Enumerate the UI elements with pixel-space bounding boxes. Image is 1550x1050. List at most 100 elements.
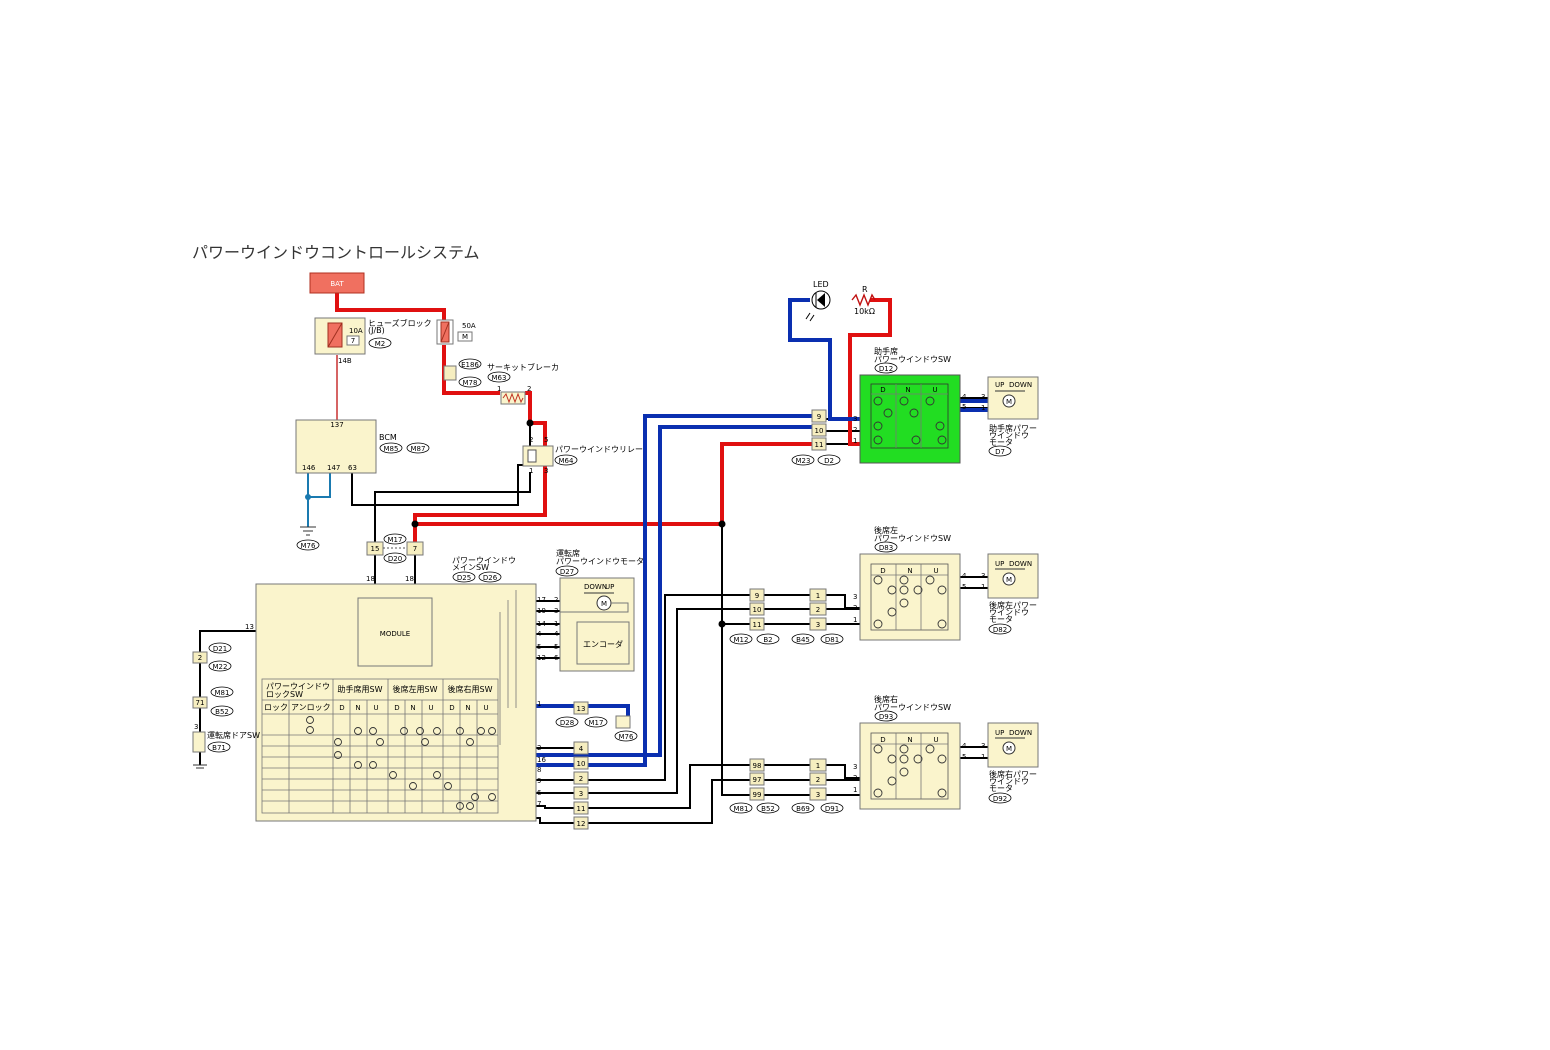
svg-text:M81: M81 [734, 805, 749, 813]
svg-text:U: U [428, 704, 433, 712]
svg-text:7: 7 [413, 545, 417, 553]
svg-text:1: 1 [981, 583, 985, 591]
svg-text:10kΩ: 10kΩ [854, 307, 875, 316]
svg-text:ロック: ロック [264, 703, 288, 712]
svg-text:B52: B52 [215, 708, 229, 716]
svg-text:1: 1 [981, 404, 985, 412]
svg-text:1: 1 [853, 616, 857, 624]
svg-text:7: 7 [537, 800, 541, 808]
svg-text:9: 9 [537, 777, 541, 785]
svg-text:M: M [601, 600, 607, 608]
svg-text:M: M [1006, 576, 1012, 584]
svg-text:U: U [932, 386, 937, 394]
svg-text:2: 2 [816, 776, 820, 784]
svg-text:2: 2 [853, 426, 857, 434]
svg-text:パワーウインドウリレー: パワーウインドウリレー [555, 445, 643, 454]
main-switch: MODULE 13 17 19 14 4 5 12 1 2 16 8 9 6 7 [245, 583, 546, 822]
svg-text:4: 4 [537, 630, 542, 638]
svg-text:19: 19 [537, 607, 546, 615]
svg-text:2: 2 [529, 436, 533, 444]
svg-text:後席右: 後席右 [874, 694, 898, 704]
svg-text:M2: M2 [375, 340, 386, 348]
svg-text:運転席ドアSW: 運転席ドアSW [207, 730, 260, 740]
svg-text:9: 9 [817, 413, 821, 421]
svg-text:10: 10 [815, 427, 824, 435]
battery: BAT [309, 272, 365, 294]
svg-text:2: 2 [853, 774, 857, 782]
ground-symbol: M76 [296, 526, 320, 551]
svg-text:1: 1 [853, 786, 857, 794]
svg-text:M17: M17 [388, 536, 403, 544]
svg-text:14B: 14B [338, 357, 352, 365]
svg-text:5: 5 [962, 753, 966, 761]
svg-text:モータ: モータ [989, 615, 1013, 624]
svg-text:8: 8 [537, 766, 541, 774]
connector-m81-b52: 98 97 99 M81 B52 1 2 3 B69 D91 [729, 758, 844, 814]
svg-text:DOWN: DOWN [1009, 381, 1032, 389]
svg-text:1: 1 [554, 620, 558, 628]
svg-text:M76: M76 [301, 542, 316, 550]
svg-text:D: D [880, 567, 885, 575]
svg-text:4: 4 [962, 572, 967, 580]
svg-text:U: U [483, 704, 488, 712]
svg-text:M23: M23 [796, 457, 811, 465]
svg-text:18: 18 [366, 575, 375, 583]
svg-text:10A: 10A [349, 327, 363, 335]
svg-text:B52: B52 [761, 805, 775, 813]
svg-text:1: 1 [981, 753, 985, 761]
svg-text:UP: UP [995, 560, 1004, 568]
svg-text:1: 1 [497, 385, 501, 393]
svg-text:M85: M85 [384, 445, 399, 453]
svg-text:3: 3 [816, 791, 820, 799]
svg-text:N: N [355, 704, 360, 712]
svg-text:147: 147 [327, 464, 340, 472]
svg-text:N: N [905, 386, 910, 394]
svg-text:モータ: モータ [989, 784, 1013, 793]
svg-text:M22: M22 [213, 663, 228, 671]
svg-text:U: U [933, 567, 938, 575]
svg-text:1: 1 [816, 762, 820, 770]
svg-text:M81: M81 [215, 689, 230, 697]
svg-text:3: 3 [981, 742, 985, 750]
svg-text:3: 3 [194, 723, 198, 731]
svg-text:3: 3 [853, 763, 857, 771]
svg-text:後席右用SW: 後席右用SW [448, 684, 493, 694]
svg-text:D: D [880, 386, 885, 394]
svg-text:後席左用SW: 後席左用SW [393, 684, 438, 694]
svg-text:13: 13 [245, 623, 254, 631]
svg-text:D: D [394, 704, 399, 712]
main-sw-label: パワーウインドウ メインSW D25 D26 [452, 556, 516, 583]
red-wires [335, 292, 892, 542]
svg-text:2: 2 [527, 385, 531, 393]
rear-right-window-switch: 後席右 パワーウインドウSW D93 D N U 3 2 1 4 5 [853, 694, 967, 810]
svg-text:2: 2 [853, 604, 857, 612]
svg-text:5: 5 [544, 436, 548, 444]
svg-text:2: 2 [579, 775, 583, 783]
svg-text:17: 17 [537, 596, 546, 604]
svg-text:4: 4 [579, 745, 584, 753]
svg-text:11: 11 [753, 621, 762, 629]
power-window-relay: 2 5 1 3 パワーウインドウリレー M64 [522, 436, 643, 475]
svg-text:BAT: BAT [330, 280, 344, 288]
svg-text:助手席用SW: 助手席用SW [338, 684, 383, 694]
svg-text:4: 4 [962, 393, 967, 401]
svg-text:12: 12 [537, 654, 546, 662]
svg-text:D83: D83 [879, 544, 893, 552]
svg-text:12: 12 [577, 820, 586, 828]
svg-text:DOWN: DOWN [1009, 560, 1032, 568]
connector-m12-b2: 9 10 11 M12 B2 1 2 3 B45 D81 [729, 588, 844, 645]
svg-text:(J/B): (J/B) [368, 326, 385, 335]
page-title: パワーウインドウコントロールシステム [192, 243, 480, 262]
svg-text:ウインドウ: ウインドウ [989, 777, 1029, 786]
svg-text:ウインドウ: ウインドウ [989, 431, 1029, 440]
passenger-window-motor: UP DOWN M 3 1 助手席パワー ウインドウ モータ D7 [981, 376, 1039, 457]
connector-m17-d20: 15 7 M17 D20 18 18 [366, 533, 424, 583]
svg-text:10: 10 [577, 760, 586, 768]
svg-text:B71: B71 [212, 744, 226, 752]
svg-text:BCM: BCM [379, 433, 397, 442]
svg-text:助手席パワー: 助手席パワー [989, 423, 1037, 433]
svg-text:16: 16 [537, 756, 546, 764]
svg-text:98: 98 [753, 762, 762, 770]
svg-text:DOWN: DOWN [1009, 729, 1032, 737]
